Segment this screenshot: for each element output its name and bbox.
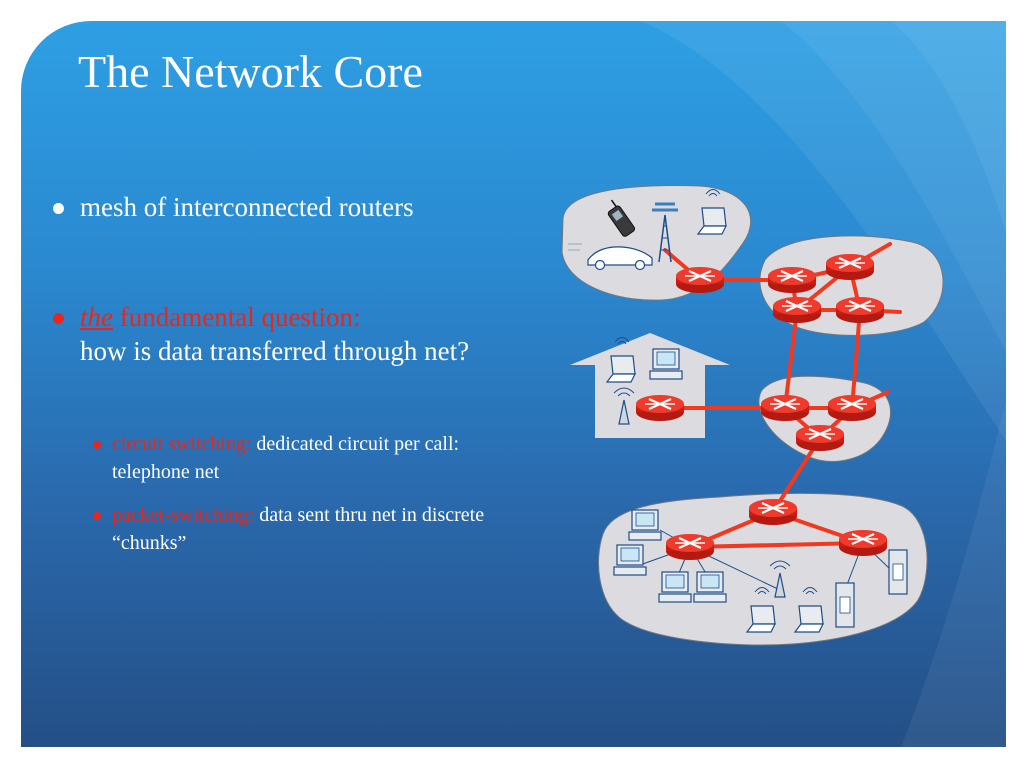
packet-switching-text: data sent thru net in discrete “chunks” bbox=[112, 504, 485, 554]
router-icon bbox=[634, 393, 686, 423]
desktop-icon bbox=[693, 571, 727, 603]
antenna-tower-icon bbox=[652, 202, 678, 263]
sub-bullet-dot bbox=[93, 441, 101, 449]
desktop-icon bbox=[649, 348, 683, 380]
desktop-icon bbox=[658, 571, 692, 603]
router-icon bbox=[824, 252, 876, 282]
sub-bullet-dot bbox=[93, 512, 101, 520]
bullet-dot bbox=[53, 203, 64, 214]
router-icon bbox=[747, 497, 799, 527]
router-icon bbox=[771, 295, 823, 325]
router-icon bbox=[837, 528, 889, 558]
server-icon bbox=[835, 582, 855, 628]
router-icon bbox=[759, 393, 811, 423]
background-swooshes bbox=[641, 21, 1006, 747]
desktop-icon bbox=[628, 509, 662, 541]
router-icon bbox=[826, 393, 878, 423]
router-icon bbox=[834, 295, 886, 325]
cell-phone-icon bbox=[607, 199, 636, 237]
question-lead: fundamental question: bbox=[113, 302, 361, 332]
emphasis-the: the bbox=[80, 302, 113, 332]
car-icon bbox=[568, 243, 653, 271]
sub-bullet-circuit-switching: circuit switching: dedicated circuit per… bbox=[93, 430, 492, 486]
router-icon bbox=[664, 532, 716, 562]
house-icon bbox=[570, 333, 730, 438]
bullet-text: mesh of interconnected routers bbox=[80, 192, 414, 222]
network-core-diagram bbox=[561, 185, 944, 646]
question-rest: how is data transferred through net? bbox=[80, 336, 470, 366]
circuit-switching-text: dedicated circuit per call: telephone ne… bbox=[112, 433, 460, 483]
router-icon bbox=[766, 265, 818, 295]
bullet-mesh: mesh of interconnected routers bbox=[53, 190, 480, 224]
desktop-icon bbox=[613, 544, 647, 576]
bullet-fundamental-question: the fundamental question: how is data tr… bbox=[53, 300, 480, 368]
packet-switching-label: packet-switching: bbox=[112, 504, 255, 526]
router-icon bbox=[794, 423, 846, 453]
slide-title: The Network Core bbox=[78, 46, 423, 97]
circuit-switching-label: circuit switching: bbox=[112, 433, 252, 455]
bullet-dot bbox=[53, 313, 64, 324]
router-icon bbox=[674, 265, 726, 295]
sub-bullet-packet-switching: packet-switching: data sent thru net in … bbox=[93, 501, 492, 557]
server-icon bbox=[888, 549, 908, 595]
